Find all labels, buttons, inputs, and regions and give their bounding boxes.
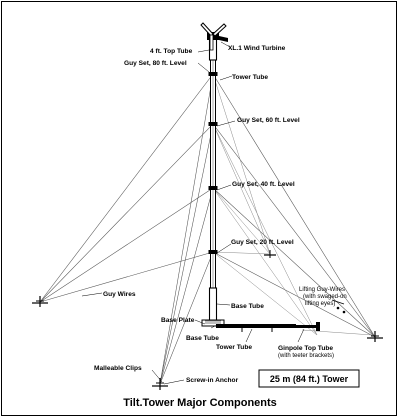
label-lifting-guy-wires-sub2: lifting eyes) — [305, 301, 335, 307]
tower-mast — [208, 37, 218, 323]
label-guy-set-40: Guy Set, 40 ft. Level — [232, 181, 295, 188]
diagram-frame: XL.1 Wind Turbine 4 ft. Top Tube Guy Set… — [1, 1, 397, 416]
lifting-guy-wire — [212, 123, 318, 336]
guy-wire — [39, 123, 214, 303]
label-base-tube-upper: Base Tube — [231, 303, 264, 310]
guy-wire — [159, 187, 214, 385]
label-screw-in-anchor: Screw-in Anchor — [186, 377, 239, 384]
label-malleable-clips: Malleable Clips — [94, 365, 142, 372]
guy-wire — [159, 251, 214, 385]
guy-wire-group — [39, 73, 376, 385]
guy-wire — [212, 187, 376, 338]
label-lifting-guy-wires: Lifting Guy-Wires — [299, 287, 345, 293]
guy-wire — [212, 73, 271, 255]
guy-wire — [159, 73, 214, 385]
labels: XL.1 Wind Turbine 4 ft. Top Tube Guy Set… — [94, 45, 347, 384]
guy-wire — [39, 187, 214, 303]
anchor-left — [32, 296, 48, 307]
label-guy-set-80: Guy Set, 80 ft. Level — [124, 60, 187, 67]
guy-wire — [212, 251, 376, 338]
guy-wire — [212, 251, 271, 255]
lifting-guy-wire — [212, 187, 318, 336]
ginpole-top-tube — [296, 325, 318, 328]
guy-ring-80 — [208, 72, 218, 76]
label-tower-tube-upper: Tower Tube — [232, 74, 268, 81]
label-guy-wires: Guy Wires — [103, 291, 136, 298]
tower-spec-box: 25 m (84 ft.) Tower — [258, 369, 360, 388]
guy-ring-20 — [208, 250, 218, 254]
lifting-guy-wire — [301, 329, 373, 336]
anchor-right — [367, 331, 383, 342]
anchor-back — [264, 250, 276, 258]
label-guy-set-60: Guy Set, 60 ft. Level — [237, 117, 300, 124]
lifting-guy-wire — [212, 251, 318, 336]
wind-turbine-icon — [200, 22, 228, 51]
label-ginpole-sub: (with teeter brackets) — [278, 353, 334, 359]
guy-wire — [212, 187, 271, 255]
lifting-eyes — [331, 299, 346, 314]
tower-spec-text: 25 m (84 ft.) Tower — [270, 374, 349, 384]
label-tower-tube-lower: Tower Tube — [216, 344, 252, 351]
diagram-title: Tilt.Tower Major Components — [123, 397, 277, 409]
label-ginpole: Ginpole Top Tube — [278, 345, 333, 352]
leader-lines — [81, 41, 305, 385]
anchor-bottom — [152, 378, 168, 390]
lower-tower-tube — [216, 324, 296, 328]
label-base-tube-lower: Base Tube — [186, 335, 219, 342]
label-top-tube: 4 ft. Top Tube — [150, 48, 193, 55]
guy-wire — [159, 123, 214, 385]
guy-ring-40 — [208, 186, 218, 190]
tower-diagram: XL.1 Wind Turbine 4 ft. Top Tube Guy Set… — [32, 22, 383, 409]
guy-wire — [212, 123, 271, 255]
label-lifting-guy-wires-sub1: (with swaged-on — [303, 294, 347, 300]
guy-wire — [39, 251, 214, 303]
label-wind-turbine: XL.1 Wind Turbine — [228, 45, 286, 52]
label-base-plate: Base Plate — [161, 317, 195, 324]
guy-wire — [212, 73, 376, 338]
guy-ring-60 — [208, 122, 218, 126]
label-guy-set-20: Guy Set, 20 ft. Level — [231, 239, 294, 246]
guy-wire — [39, 73, 214, 303]
